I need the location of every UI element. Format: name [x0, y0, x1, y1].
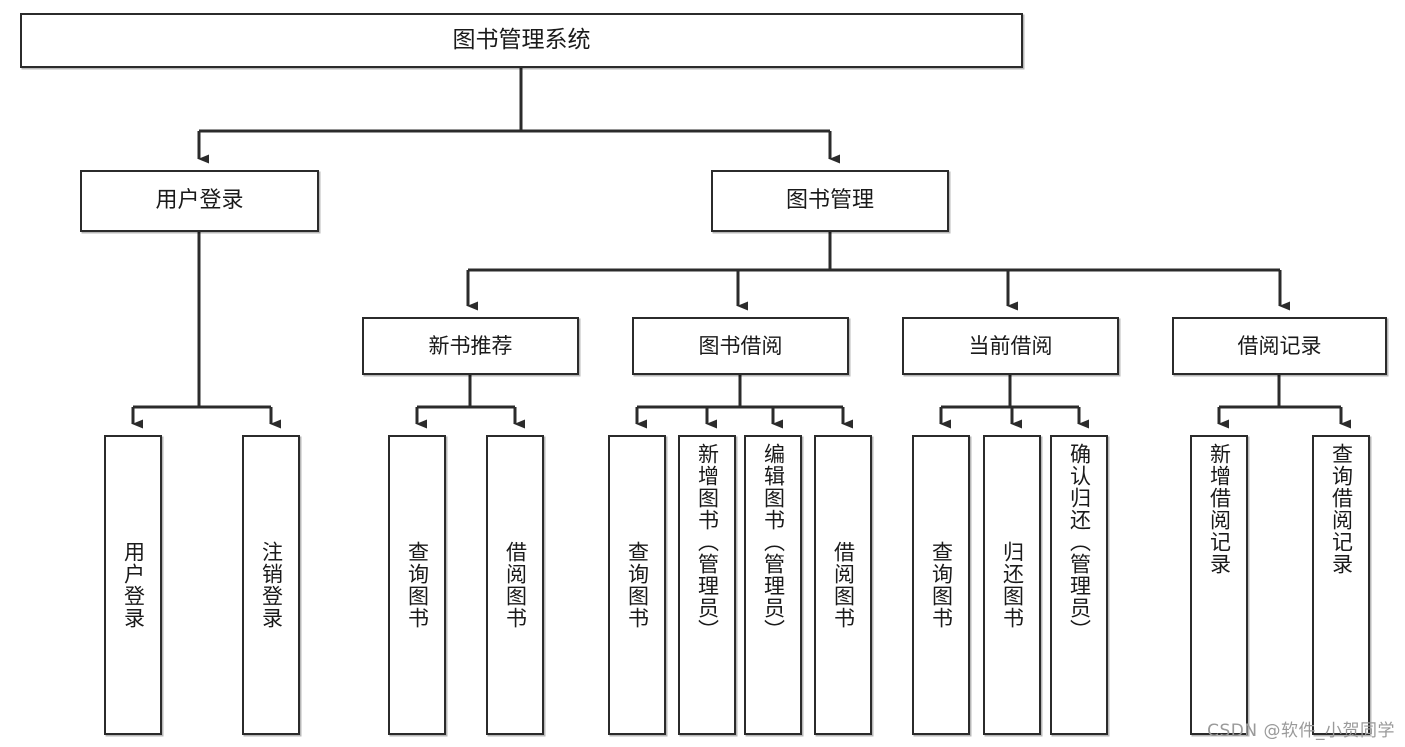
node-label: 编辑图书（管理员） [761, 443, 786, 641]
node-label: 新增图书（管理员） [695, 443, 720, 641]
node-n-login[interactable]: 用户登录 [80, 170, 319, 232]
node-n-records[interactable]: 借阅记录 [1172, 317, 1387, 375]
node-l-bor-3[interactable]: 编辑图书（管理员） [744, 435, 802, 735]
node-root[interactable]: 图书管理系统 [20, 13, 1023, 68]
node-label: 查询图书 [625, 541, 650, 629]
node-l-rec-1[interactable]: 新增借阅记录 [1190, 435, 1248, 735]
node-label: 图书借阅 [698, 333, 783, 358]
node-label: 新增借阅记录 [1207, 443, 1232, 575]
node-label: 查询图书 [405, 541, 430, 629]
node-label: 借阅图书 [503, 541, 528, 629]
node-l-cur-3[interactable]: 确认归还（管理员） [1050, 435, 1108, 735]
node-label: 当前借阅 [968, 333, 1053, 358]
node-l-bor-4[interactable]: 借阅图书 [814, 435, 872, 735]
node-l-login-2[interactable]: 注销登录 [242, 435, 300, 735]
node-label: 借阅图书 [831, 541, 856, 629]
node-label: 查询图书 [929, 541, 954, 629]
node-label: 新书推荐 [428, 333, 513, 358]
node-n-current[interactable]: 当前借阅 [902, 317, 1119, 375]
node-n-bookmgmt[interactable]: 图书管理 [711, 170, 949, 232]
node-label: 用户登录 [155, 188, 244, 214]
node-l-rec-2[interactable]: 查询借阅记录 [1312, 435, 1370, 735]
node-l-cur-2[interactable]: 归还图书 [983, 435, 1041, 735]
node-l-bor-1[interactable]: 查询图书 [608, 435, 666, 735]
node-l-new-2[interactable]: 借阅图书 [486, 435, 544, 735]
node-label: 用户登录 [121, 541, 146, 629]
tree-connectors [131, 68, 1351, 429]
node-label: 图书管理 [785, 188, 874, 214]
node-n-borrow[interactable]: 图书借阅 [632, 317, 849, 375]
node-label: 借阅记录 [1237, 333, 1322, 358]
node-l-new-1[interactable]: 查询图书 [388, 435, 446, 735]
watermark-text: CSDN @软件_小贺同学 [1207, 721, 1395, 741]
node-l-login-1[interactable]: 用户登录 [104, 435, 162, 735]
node-n-newbook[interactable]: 新书推荐 [362, 317, 579, 375]
node-l-cur-1[interactable]: 查询图书 [912, 435, 970, 735]
node-l-bor-2[interactable]: 新增图书（管理员） [678, 435, 736, 735]
node-label: 归还图书 [1000, 541, 1025, 629]
node-label: 注销登录 [259, 541, 284, 629]
node-label: 确认归还（管理员） [1067, 443, 1092, 641]
node-label: 图书管理系统 [452, 26, 591, 53]
node-label: 查询借阅记录 [1329, 443, 1354, 575]
